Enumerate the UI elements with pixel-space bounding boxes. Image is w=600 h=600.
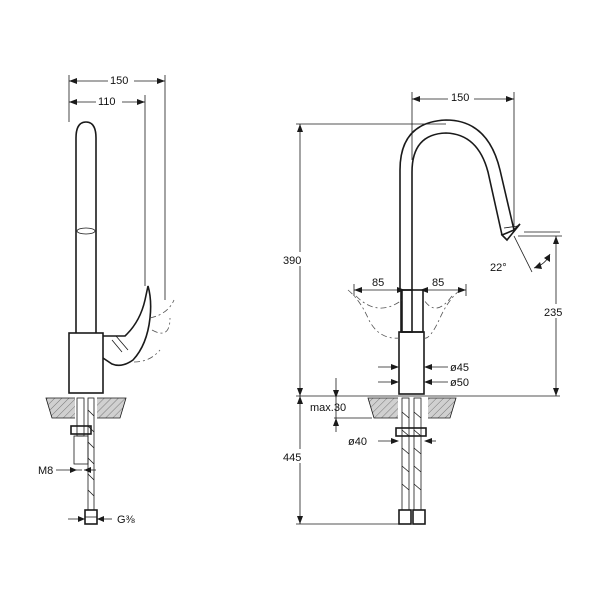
front-dim-150-label: 150 — [451, 92, 469, 104]
front-counter-gap — [398, 397, 428, 419]
side-view: 150 110 M8 G⅜ — [38, 72, 175, 526]
side-thread-label: M8 — [38, 465, 53, 477]
side-fixing-nut — [70, 425, 92, 435]
side-lever-joint — [111, 335, 129, 353]
side-lever-swing — [133, 299, 175, 363]
front-dim-85-left-label: 85 — [372, 277, 384, 289]
side-aerator — [76, 227, 96, 235]
front-spout-inner — [411, 132, 503, 290]
front-hose-connector-2 — [412, 509, 426, 525]
front-spout-outline — [399, 119, 515, 290]
front-view: 150 390 235 22° 85 85 — [282, 89, 570, 525]
side-connection-label: G⅜ — [117, 514, 136, 526]
front-hose-connector-1 — [398, 509, 412, 525]
front-dim-235-label: 235 — [544, 307, 562, 319]
front-dim-d45-label: ø45 — [450, 362, 469, 374]
front-spout-tip — [500, 223, 521, 242]
front-fixing-nut — [395, 427, 427, 437]
front-dim-445-label: 445 — [283, 452, 301, 464]
front-dim-85-right-label: 85 — [432, 277, 444, 289]
front-dim-d50-label: ø50 — [450, 377, 469, 389]
front-dim-390-label: 390 — [283, 255, 301, 267]
front-dim-max30-label: max.30 — [310, 402, 346, 414]
front-lever-swing-left — [347, 289, 403, 339]
front-body — [398, 331, 425, 395]
front-dim-angle-label: 22° — [490, 262, 507, 274]
side-dim-110-label: 110 — [98, 96, 116, 108]
front-lever-handle — [400, 289, 424, 333]
front-dim-d40-label: ø40 — [348, 436, 367, 448]
side-fixing-nut-2 — [73, 435, 89, 465]
side-dim-150-label: 150 — [110, 75, 128, 87]
side-lever-handle — [102, 285, 152, 367]
front-lever — [401, 289, 413, 333]
front-lever-swing-right — [423, 289, 461, 339]
side-body — [68, 332, 104, 394]
side-spout-outline — [75, 121, 97, 333]
